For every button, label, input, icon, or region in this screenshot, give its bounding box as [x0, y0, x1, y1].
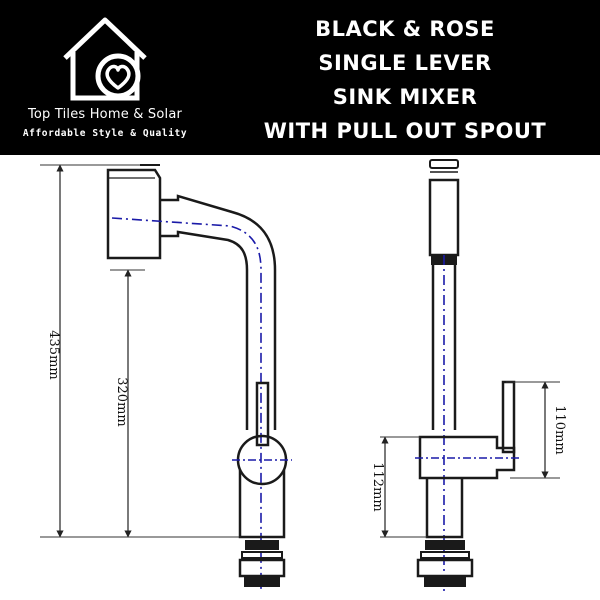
mixer-body	[238, 470, 286, 539]
dimension-label-spout: 320mm	[114, 377, 129, 426]
header-banner: Top Tiles Home & Solar Affordable Style …	[0, 0, 600, 155]
base-nut	[241, 551, 283, 559]
title-line: SINGLE LEVER	[318, 51, 492, 75]
spout-arm-outer	[160, 194, 277, 430]
dimension-label-total: 435mm	[46, 330, 61, 379]
house-heart-icon	[63, 17, 147, 101]
lever-handle	[255, 381, 270, 447]
front-spout-cap	[429, 159, 459, 169]
dimension-label-lever: 110mm	[552, 405, 567, 454]
title-line: WITH PULL OUT SPOUT	[263, 119, 547, 143]
front-lever	[501, 380, 516, 454]
front-spout-head	[428, 178, 460, 257]
spout-head	[106, 168, 162, 260]
front-view: 110mm 112mm	[370, 159, 567, 592]
front-base-nut	[420, 551, 470, 559]
base-thread	[244, 577, 280, 587]
front-body-lower	[425, 478, 464, 539]
spout-arm-inner	[160, 230, 249, 430]
brand-tagline: Affordable Style & Quality	[22, 128, 188, 139]
mixer-body-circle	[236, 434, 288, 486]
product-title: BLACK & ROSE SINGLE LEVER SINK MIXER WIT…	[210, 12, 600, 148]
side-view: 435mm 320mm	[40, 164, 292, 590]
base-bracket	[238, 558, 286, 578]
technical-drawing: 435mm 320mm	[40, 159, 567, 592]
front-base-thread	[424, 577, 466, 587]
front-base-bracket	[416, 558, 474, 578]
brand-logo: Top Tiles Home & Solar Affordable Style …	[0, 0, 210, 155]
brand-name: Top Tiles Home & Solar	[27, 107, 183, 122]
title-line: SINK MIXER	[332, 85, 478, 109]
spout-centerline	[111, 217, 262, 590]
front-mixer-body	[418, 435, 516, 480]
title-line: BLACK & ROSE	[315, 17, 495, 41]
base-washer	[245, 540, 279, 550]
front-base-washer	[425, 540, 465, 550]
dimension-label-base: 112mm	[370, 462, 385, 511]
